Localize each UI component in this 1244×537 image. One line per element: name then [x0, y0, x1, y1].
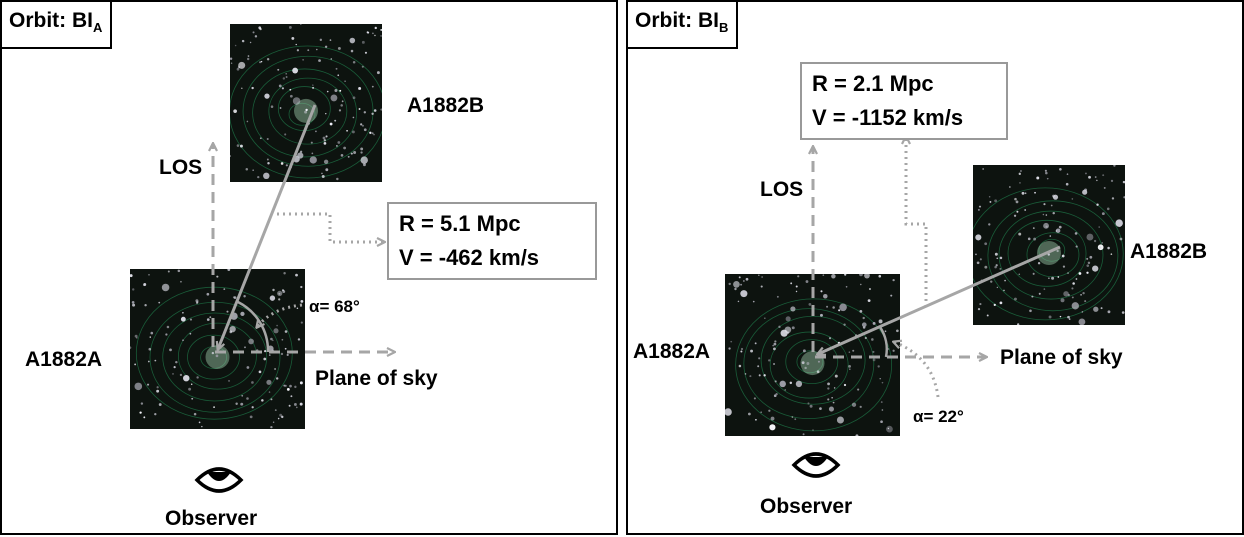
- cluster-image-a1882b: [973, 165, 1125, 325]
- los-label: LOS: [159, 156, 203, 179]
- separation-vector: [818, 245, 1061, 354]
- orbit-label-text: Orbit: BI: [9, 9, 93, 32]
- angle-arc: [878, 326, 888, 358]
- orbit-label-a: Orbit: BIA: [2, 2, 113, 50]
- observer-eye-icon: [791, 452, 841, 478]
- orbit-label-text: Orbit: BI: [635, 9, 719, 32]
- cluster-label-a1882b: A1882B: [407, 94, 485, 117]
- separation-vector: [218, 104, 317, 349]
- plane-of-sky-label: Plane of sky: [315, 367, 438, 390]
- orbit-label-subscript: B: [719, 20, 729, 36]
- angle-arc: [237, 300, 270, 353]
- observer-eye-icon: [194, 467, 244, 493]
- observer-label: Observer: [165, 507, 258, 530]
- diagram-arrows-a: [194, 104, 620, 493]
- radius-value: R = 2.1 Mpc: [812, 71, 934, 96]
- los-label: LOS: [760, 178, 804, 201]
- angle-pointer: [894, 342, 940, 398]
- angle-pointer: [257, 303, 303, 327]
- plane-of-sky-label: Plane of sky: [1000, 346, 1123, 369]
- orbit-info-box: R = 5.1 Mpc V = -462 km/s: [387, 202, 597, 280]
- cluster-image-a1882a: [130, 269, 305, 429]
- panel-orbit-bi-a: Orbit: BIA LOS A1882B A1882A α= 68°: [0, 0, 618, 535]
- orbit-label-b: Orbit: BIB: [628, 2, 739, 50]
- velocity-value: V = -462 km/s: [399, 245, 540, 270]
- cluster-image-a1882b: [230, 24, 382, 182]
- observer-label: Observer: [760, 495, 853, 518]
- cluster-label-a1882a: A1882A: [25, 348, 103, 371]
- radius-value: R = 5.1 Mpc: [399, 211, 521, 236]
- panel-orbit-bi-b: Orbit: BIB LOS A1882B A1882A α= 22°: [626, 0, 1244, 535]
- angle-label: α= 22°: [913, 407, 964, 426]
- diagram-arrows-b: [791, 2, 1061, 478]
- cluster-label-a1882a: A1882A: [633, 340, 711, 363]
- cluster-image-a1882a: [725, 274, 900, 436]
- orbit-info-box: R = 2.1 Mpc V = -1152 km/s: [800, 62, 1008, 140]
- info-connector: [906, 137, 928, 307]
- cluster-label-a1882b: A1882B: [1130, 240, 1208, 263]
- orbit-label-subscript: A: [93, 20, 103, 36]
- velocity-value: V = -1152 km/s: [812, 105, 964, 130]
- angle-label: α= 68°: [309, 297, 360, 316]
- info-connector: [277, 212, 384, 242]
